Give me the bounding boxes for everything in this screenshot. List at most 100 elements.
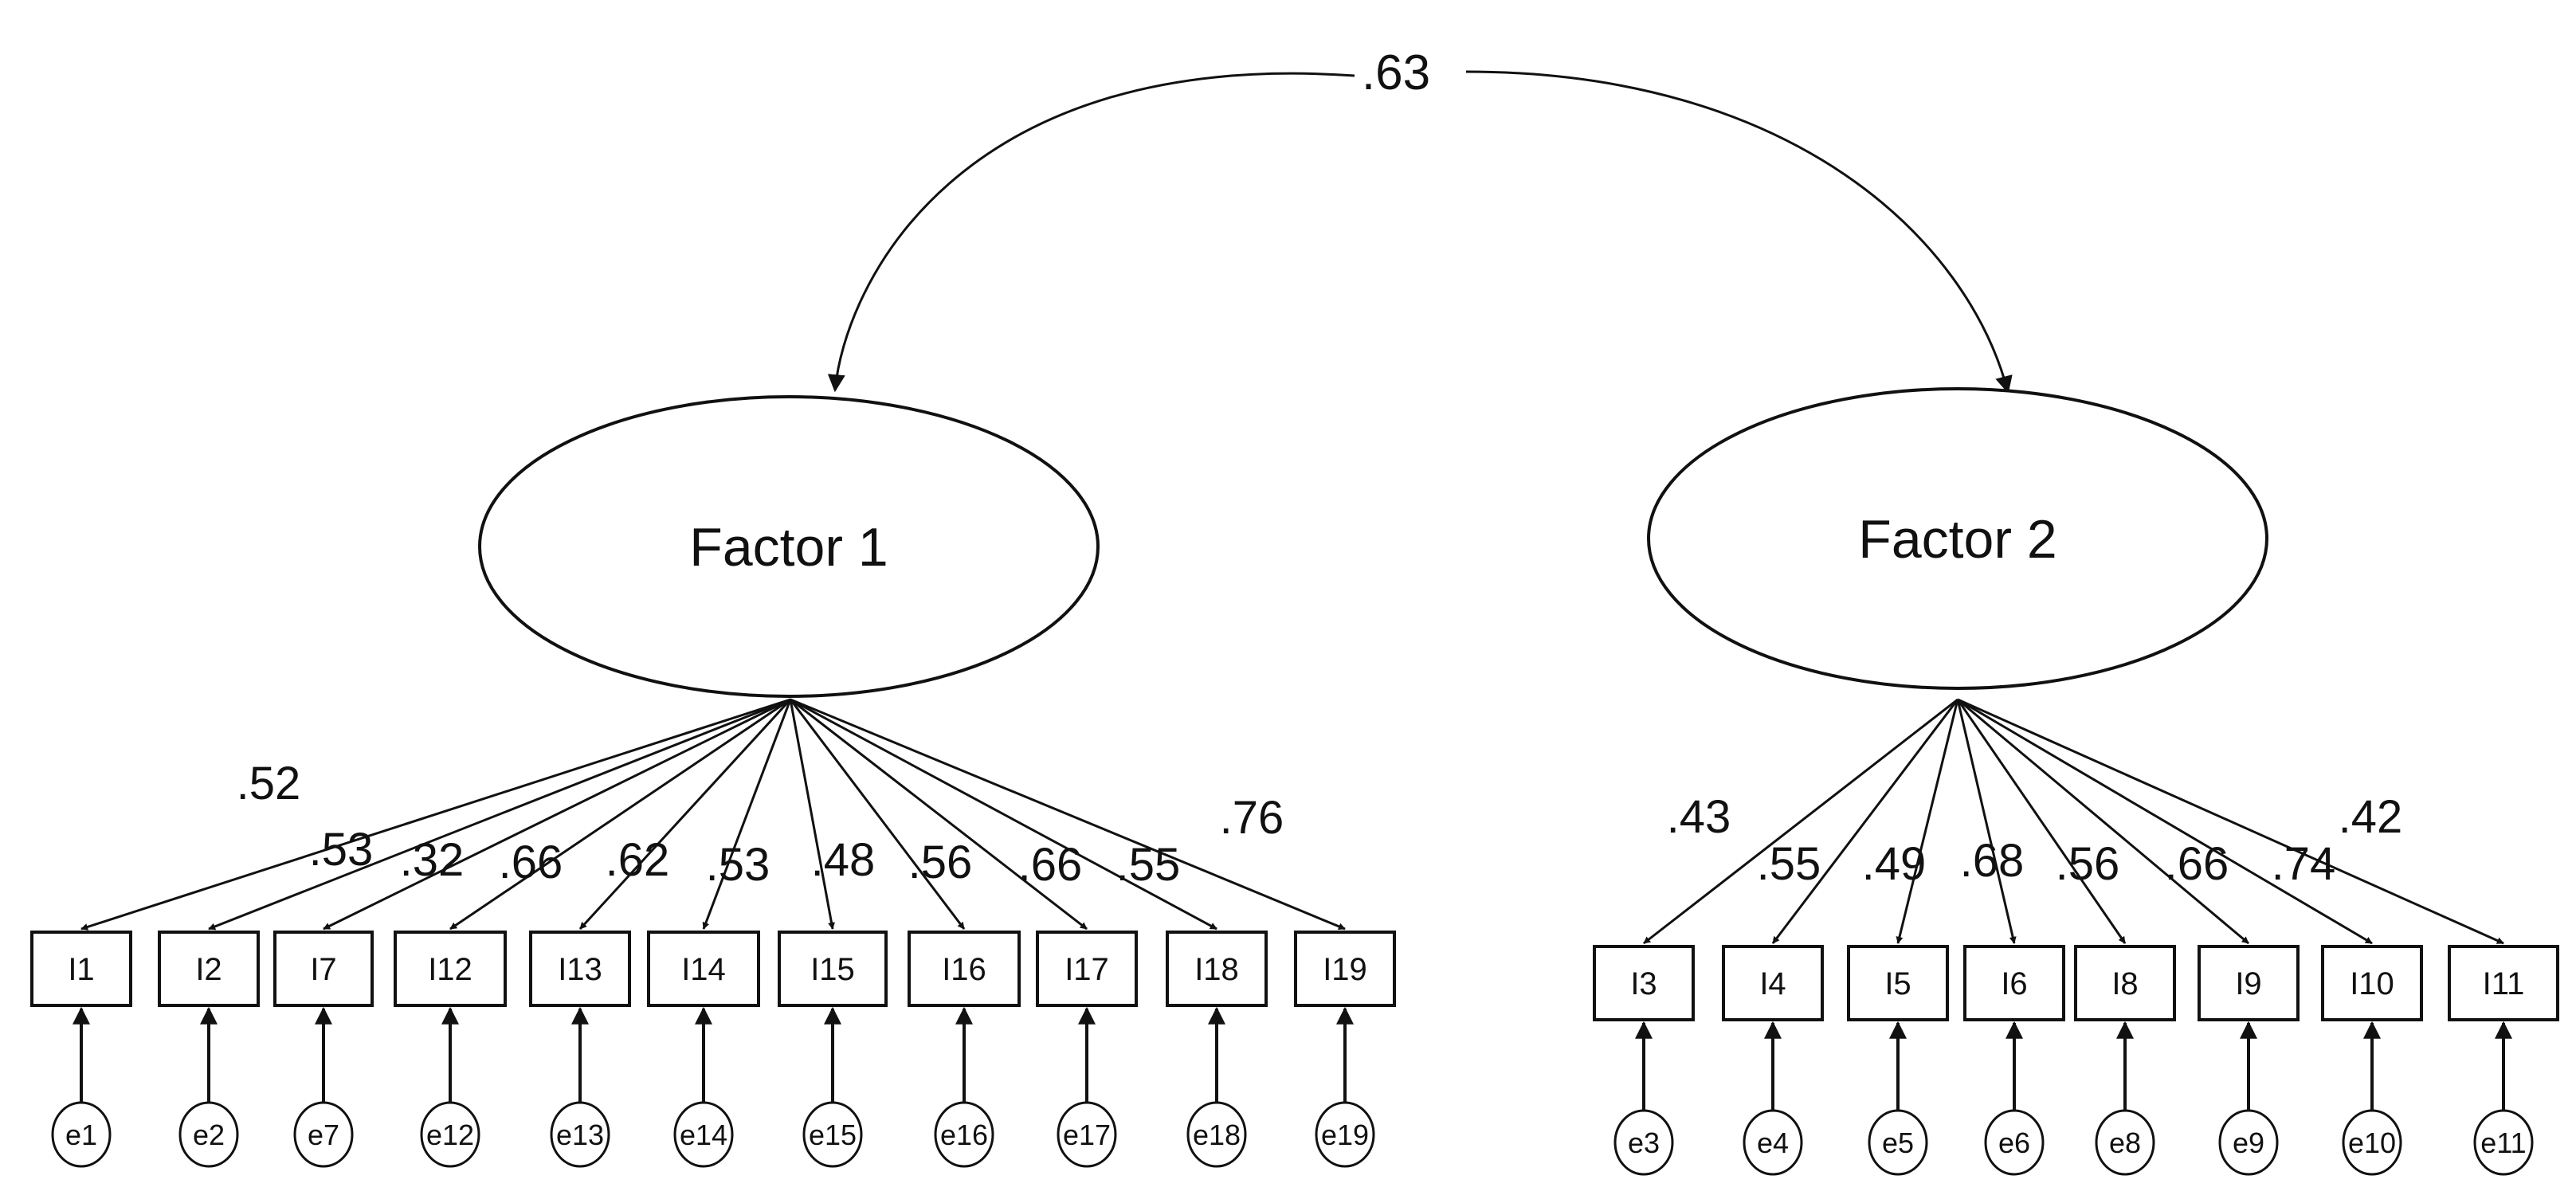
error-circle [1743,1109,1803,1176]
error-label: e10 [2348,1127,2396,1159]
indicator-box [30,931,132,1007]
loading-label: .49 [1862,838,1927,890]
indicator-box [2448,945,2559,1021]
error-circle [802,1101,863,1168]
error-circle [51,1101,112,1168]
loading-label: .62 [606,834,670,886]
indicator-label: I18 [1194,952,1239,987]
indicator-box [908,931,1021,1007]
error-label: e13 [556,1119,604,1151]
loading-label: .53 [309,824,374,876]
loading-path [702,699,792,930]
loading-label: .66 [1018,839,1083,891]
indicator-box [778,931,888,1007]
loading-path [1956,699,2127,944]
indicator-box [1722,945,1824,1021]
factor-2-ellipse [1647,387,2268,690]
loading-path [1957,698,2249,945]
error-label: e1 [65,1119,97,1151]
indicator-box [2074,945,2176,1021]
error-circle [2473,1109,2534,1176]
indicator-label: I10 [2350,966,2394,1001]
loading-label: .53 [706,839,770,891]
loading-label: .56 [2056,838,2120,890]
error-label: e12 [426,1119,474,1151]
indicator-box [2321,945,2423,1021]
indicator-box [1847,945,1949,1021]
indicator-box [158,931,260,1007]
error-label: e5 [1882,1127,1914,1159]
error-circle [1868,1109,1928,1176]
indicator-group: I1e1.52I2e2.53I7e7.32I12e12.66I13e13.62I… [30,698,2559,1176]
error-circle [2095,1109,2155,1176]
loading-path [789,699,835,930]
indicator-label: I2 [195,952,222,987]
error-label: e14 [680,1119,727,1151]
indicator-label: I4 [1759,966,1786,1001]
error-circle [1186,1101,1247,1168]
indicator-label: I13 [558,952,602,987]
indicator-box [529,931,631,1007]
indicator-label: I9 [2235,966,2261,1001]
loading-path [1957,698,2504,945]
error-circle [1057,1101,1117,1168]
loading-path [790,698,1346,931]
loading-path [1957,698,2373,945]
loading-path [1643,698,1958,945]
indicator-label: I19 [1323,952,1367,987]
loading-path [323,698,791,931]
error-label: e3 [1628,1127,1660,1159]
error-circle [420,1101,480,1168]
loading-label: .68 [1960,835,2025,887]
loading-label: .43 [1667,791,1731,843]
indicator-box [1593,945,1695,1021]
error-label: e7 [308,1119,339,1151]
error-label: e2 [193,1119,225,1151]
loading-path [789,699,966,930]
indicator-box [1036,931,1138,1007]
indicator-label: I16 [942,952,986,987]
loading-path [208,698,791,931]
factor-2-label: Factor 2 [1858,509,2056,570]
indicator-box [273,931,374,1007]
indicator-label: I6 [2001,966,2027,1001]
factor-1-label: Factor 1 [689,517,888,578]
error-label: e17 [1063,1119,1111,1151]
indicator-label: I11 [2483,966,2525,1001]
error-label: e18 [1193,1119,1241,1151]
error-circle [293,1101,354,1168]
factor-1-ellipse [478,395,1100,698]
error-label: e9 [2233,1127,2264,1159]
error-label: e16 [940,1119,988,1151]
error-circle [178,1101,239,1168]
indicator-label: I1 [68,952,94,987]
loading-path [790,698,1217,931]
indicator-box [1166,931,1268,1007]
loading-path [1896,699,1959,944]
error-label: e6 [1998,1127,2030,1159]
factor-correlation-curve [1465,70,2013,394]
error-label: e8 [2109,1127,2141,1159]
error-circle [2342,1109,2402,1176]
loading-path [449,698,791,931]
loading-label: .66 [499,837,563,888]
loading-label: .32 [400,834,465,886]
indicator-box [647,931,760,1007]
factor-2-node: Factor 2 [1647,387,2268,690]
factor-1-node: Factor 1 [478,395,1100,698]
error-label: e4 [1757,1127,1789,1159]
loading-label: .48 [811,834,876,886]
loading-label: .55 [1757,838,1821,890]
indicator-box [1963,945,2065,1021]
indicator-label: I15 [810,952,855,987]
error-label: e11 [2480,1127,2526,1159]
error-circle [934,1101,994,1168]
error-circle [550,1101,610,1168]
indicator-label: I7 [310,952,336,987]
indicator-label: I17 [1065,952,1109,987]
indicator-label: I12 [428,952,472,987]
error-circle [1315,1101,1375,1168]
loading-label: .66 [2165,838,2229,890]
error-label: e15 [809,1119,857,1151]
